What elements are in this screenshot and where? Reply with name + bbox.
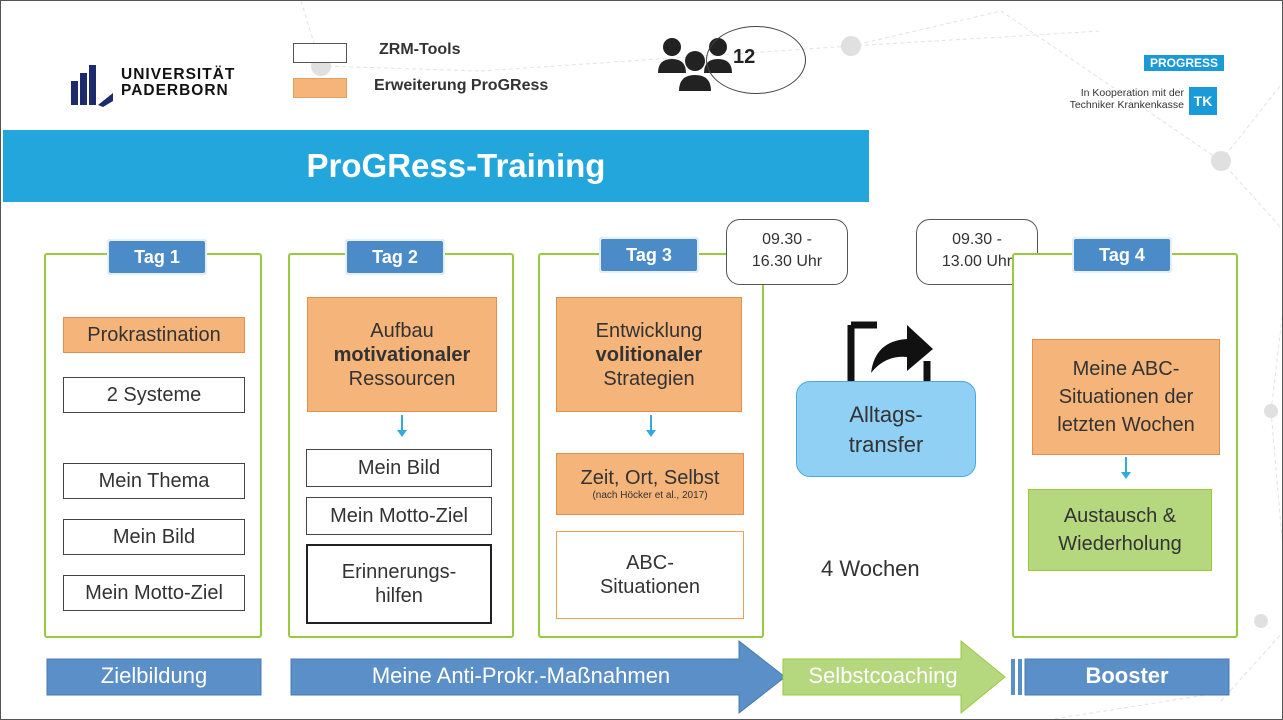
tk-logo: TK — [1189, 87, 1217, 115]
transfer-line1: Alltags- — [849, 402, 923, 427]
legend-label-zrm: ZRM-Tools — [379, 41, 461, 58]
day2-item-erinnerungshilfen: Erinnerungs- hilfen — [306, 544, 492, 624]
legend-swatch-zrm — [293, 43, 347, 63]
university-name: UNIVERSITÄT PADERBORN — [121, 67, 235, 99]
day2-top-line2: motivationaler — [333, 343, 471, 366]
day3-top-line3: Strategien — [603, 367, 695, 390]
day2-tag: Tag 2 — [345, 239, 445, 275]
legend-label-progress: Erweiterung ProGRess — [374, 77, 549, 94]
phase-anti-prokr: Meine Anti-Prokr.-Maßnahmen — [371, 663, 671, 688]
day3-down-arrow — [646, 415, 656, 437]
university-logo-icon — [71, 65, 113, 107]
day4-green-line1: Austausch & — [1063, 505, 1177, 527]
time-first-line2: 16.30 Uhr — [751, 253, 823, 270]
day3-volitional: Entwicklung volitionaler Strategien — [556, 297, 742, 412]
day4-top-line2: Situationen der — [1058, 386, 1194, 408]
day1-item-bild: Mein Bild — [63, 519, 245, 555]
participant-count-oval — [706, 26, 806, 94]
phase-arrows — [46, 639, 1230, 715]
cooperation-line2: Techniker Krankenkasse — [1069, 99, 1184, 111]
day1-tag: Tag 1 — [107, 239, 207, 275]
progress-badge: PROGRESS — [1144, 55, 1225, 71]
day4-abc-weeks: Meine ABC- Situationen der letzten Woche… — [1032, 339, 1220, 455]
day1-item-thema: Mein Thema — [63, 463, 245, 499]
day4-tag: Tag 4 — [1072, 237, 1172, 273]
day3-top-line2: volitionaler — [595, 343, 703, 366]
day4-top-line1: Meine ABC- — [1072, 358, 1180, 380]
day3-abc-situationen: ABC- Situationen — [556, 531, 744, 619]
day2-item-bild: Mein Bild — [306, 449, 492, 487]
day3-last-line2: Situationen — [599, 576, 701, 598]
day3-tag: Tag 3 — [599, 237, 699, 273]
day2-item-motto-ziel: Mein Motto-Ziel — [306, 497, 492, 535]
time-box-first: 09.30 - 16.30 Uhr — [726, 219, 848, 285]
day4-austausch: Austausch & Wiederholung — [1028, 489, 1212, 571]
transfer-line2: transfer — [848, 432, 924, 457]
university-line2: PADERBORN — [121, 82, 229, 99]
day3-mid-main: Zeit, Ort, Selbst — [580, 467, 720, 489]
day1-item-systeme: 2 Systeme — [63, 377, 245, 413]
day4-top-line3: letzten Wochen — [1057, 414, 1195, 436]
participant-count: 12 — [733, 46, 756, 68]
page-title: ProGRess-Training — [306, 147, 606, 184]
day4-green-line2: Wiederholung — [1058, 533, 1182, 555]
day2-last-line2: hilfen — [375, 585, 423, 607]
day2-last-line1: Erinnerungs- — [341, 561, 457, 583]
cooperation-text: In Kooperation mit der Techniker Kranken… — [1051, 87, 1184, 111]
time-second-line2: 13.00 Uhr — [941, 253, 1013, 270]
phase-booster: Booster — [1085, 663, 1169, 688]
phase-selbstcoaching: Selbstcoaching — [808, 663, 958, 688]
duration-weeks: 4 Wochen — [821, 556, 920, 581]
day4-down-arrow — [1121, 457, 1131, 479]
day2-motivational: Aufbau motivationaler Ressourcen — [307, 297, 497, 412]
legend-swatch-progress — [293, 78, 347, 98]
phase-zielbildung: Zielbildung — [100, 663, 208, 688]
time-first-line1: 09.30 - — [762, 231, 812, 248]
cooperation-line1: In Kooperation mit der — [1080, 87, 1184, 99]
day2-top-line3: Ressourcen — [348, 367, 456, 390]
time-second-line1: 09.30 - — [952, 231, 1002, 248]
day3-last-line1: ABC- — [626, 552, 674, 574]
day1-item-prokrastination: Prokrastination — [63, 317, 245, 353]
day3-mid-note: (nach Höcker et al., 2017) — [592, 490, 708, 501]
university-line1: UNIVERSITÄT — [121, 66, 236, 83]
day3-zeit-ort-selbst: Zeit, Ort, Selbst (nach Höcker et al., 2… — [556, 453, 744, 515]
alltagstransfer-box: Alltags- transfer — [796, 381, 976, 477]
day2-top-line1: Aufbau — [370, 319, 434, 342]
day1-item-motto-ziel: Mein Motto-Ziel — [63, 575, 245, 611]
day3-top-line1: Entwicklung — [595, 319, 703, 342]
title-band — [3, 130, 869, 202]
day2-down-arrow — [397, 415, 407, 437]
